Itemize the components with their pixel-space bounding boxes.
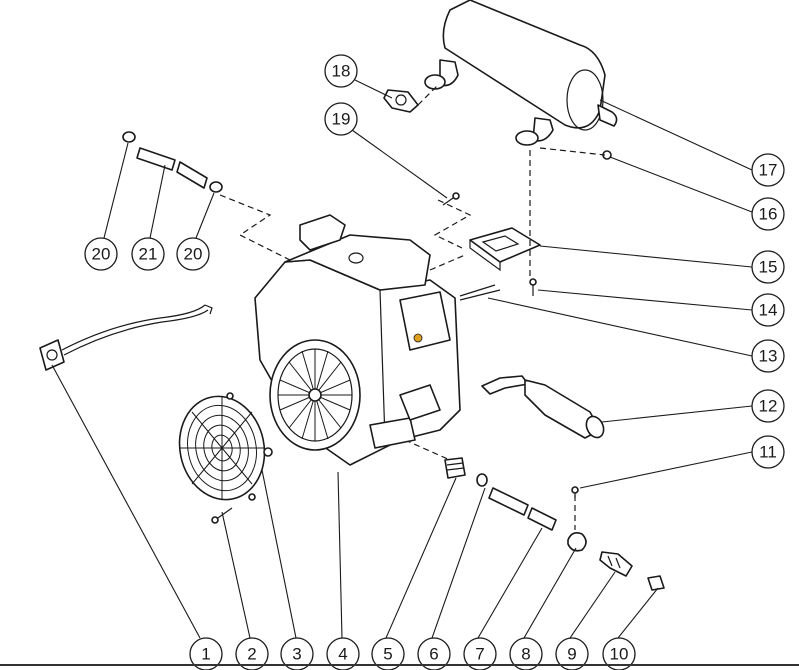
callout-20-right: 20 <box>176 237 210 271</box>
assembly-line <box>417 84 439 106</box>
fan-guard <box>178 392 273 501</box>
callout-13: 13 <box>751 339 785 373</box>
bolt-19 <box>442 192 460 206</box>
callout-16: 16 <box>751 197 785 231</box>
callout-7: 7 <box>463 637 497 670</box>
svg-text:6: 6 <box>429 645 438 664</box>
assembly-line <box>539 147 606 156</box>
svg-text:17: 17 <box>759 161 778 180</box>
tube-assembly <box>122 131 223 193</box>
callout-19: 19 <box>324 102 358 136</box>
clamp-6 <box>476 473 488 487</box>
callout-1: 1 <box>189 637 223 670</box>
svg-text:18: 18 <box>332 62 351 81</box>
bottom-border <box>0 664 799 666</box>
svg-text:11: 11 <box>759 443 777 462</box>
svg-text:1: 1 <box>201 645 210 664</box>
cap-10 <box>647 575 665 591</box>
callout-9: 9 <box>555 637 589 670</box>
callout-21: 21 <box>131 237 165 271</box>
callout-14: 14 <box>751 293 785 327</box>
assembly-line <box>433 199 472 249</box>
svg-text:14: 14 <box>759 301 778 320</box>
callout-12: 12 <box>751 389 785 423</box>
callout-18: 18 <box>324 54 358 88</box>
callout-3: 3 <box>280 637 314 670</box>
clamp-8 <box>567 486 587 552</box>
screw-2 <box>211 507 233 524</box>
fitting-5 <box>444 457 466 479</box>
svg-text:5: 5 <box>383 645 392 664</box>
svg-text:13: 13 <box>759 347 778 366</box>
engine <box>254 214 501 466</box>
assembly-line <box>429 254 466 271</box>
callout-5: 5 <box>371 637 405 670</box>
leader-lines <box>51 79 753 639</box>
svg-text:15: 15 <box>759 258 778 277</box>
svg-text:20: 20 <box>92 245 111 264</box>
callout-4: 4 <box>326 637 360 670</box>
muffler <box>424 0 618 146</box>
svg-text:10: 10 <box>610 645 629 664</box>
svg-text:12: 12 <box>759 397 778 416</box>
svg-text:2: 2 <box>247 645 256 664</box>
screw-14 <box>529 278 537 296</box>
callout-10: 10 <box>602 637 636 670</box>
svg-text:9: 9 <box>567 645 576 664</box>
svg-text:4: 4 <box>338 645 347 664</box>
svg-text:20: 20 <box>184 245 203 264</box>
assembly-line <box>404 439 451 461</box>
bracket <box>469 227 541 272</box>
callout-17: 17 <box>751 153 785 187</box>
callout-20-left: 20 <box>84 237 118 271</box>
throttle-cable <box>39 304 213 371</box>
callout-2: 2 <box>235 637 269 670</box>
gasket <box>383 89 419 113</box>
callout-15: 15 <box>751 250 785 284</box>
svg-text:19: 19 <box>332 110 351 129</box>
fitting-9 <box>599 551 633 577</box>
callout-6: 6 <box>417 637 451 670</box>
svg-text:3: 3 <box>292 645 301 664</box>
air-intake <box>481 375 605 439</box>
assembly-line <box>219 194 291 261</box>
callout-8: 8 <box>509 637 543 670</box>
hoses-7 <box>488 487 557 531</box>
svg-text:16: 16 <box>759 205 778 224</box>
svg-text:21: 21 <box>139 245 158 264</box>
svg-text:8: 8 <box>521 645 530 664</box>
callout-11: 11 <box>751 435 785 469</box>
svg-text:7: 7 <box>475 645 484 664</box>
